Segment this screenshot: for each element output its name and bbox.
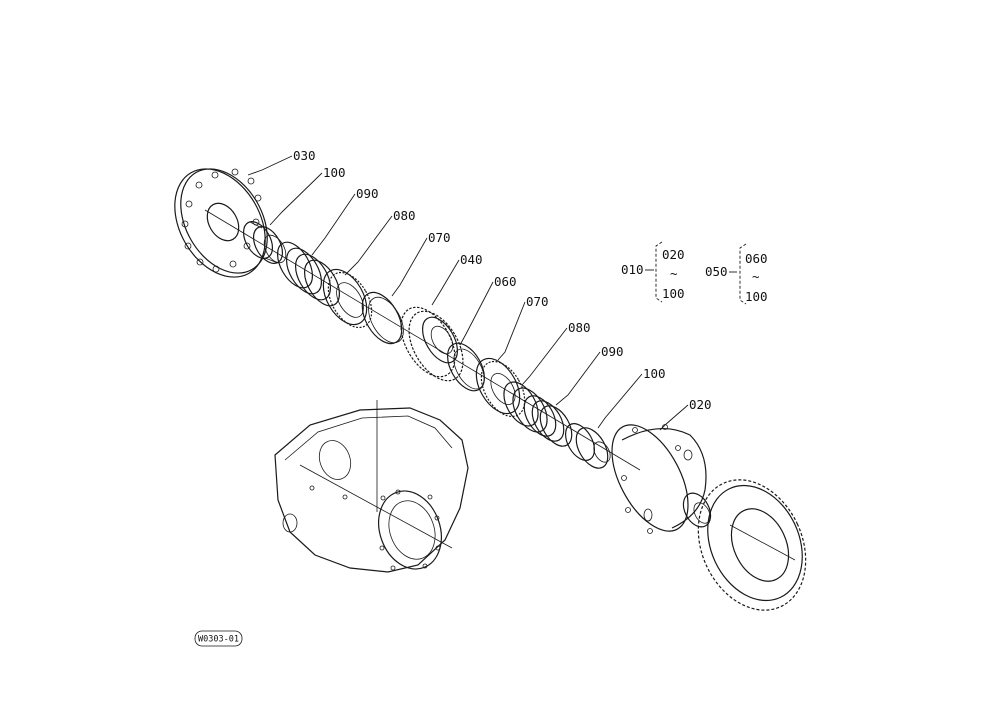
part-100-bushing-right	[564, 423, 611, 469]
label-040: 040	[460, 252, 483, 267]
label-090-left: 090	[356, 186, 379, 201]
group-010-from: 020	[662, 247, 685, 262]
part-080-disc-left	[322, 268, 373, 329]
group-050-to: 100	[745, 289, 768, 304]
label-100-right: 100	[643, 366, 666, 381]
label-100-left: 100	[323, 165, 346, 180]
group-050: 050 060 ~ 100	[705, 243, 768, 305]
group-010-parent: 010	[621, 262, 644, 277]
group-010-to: 100	[662, 286, 685, 301]
label-070-right: 070	[526, 294, 549, 309]
transmission-housing	[274, 400, 469, 573]
label-020: 020	[689, 397, 712, 412]
part-100-bushing-left	[242, 221, 287, 264]
label-080-right: 080	[568, 320, 591, 335]
part-070-disc-right	[475, 357, 526, 418]
label-080-left: 080	[393, 208, 416, 223]
assembly-axis	[204, 209, 641, 471]
part-080-disc-right	[503, 381, 548, 433]
part-040-gear	[400, 306, 464, 382]
drawing-reference-text: W0303-01	[198, 635, 239, 645]
part-090-spring-right	[523, 395, 573, 447]
group-010-tilde: ~	[670, 266, 678, 281]
label-030: 030	[293, 148, 316, 163]
leader-lines	[247, 155, 689, 431]
label-090-right: 090	[601, 344, 624, 359]
label-070-left: 070	[428, 230, 451, 245]
part-090-spring-left	[276, 241, 341, 307]
ring-gear	[697, 479, 807, 611]
group-050-tilde: ~	[752, 269, 760, 284]
drawing-reference: W0303-01	[194, 630, 243, 647]
part-020-diff-case	[611, 424, 712, 534]
group-010: 010 020 ~ 100	[621, 241, 685, 303]
part-070-ring-left	[361, 291, 404, 345]
label-060: 060	[494, 274, 517, 289]
part-030-cover-flange	[174, 168, 268, 278]
group-050-parent: 050	[705, 264, 728, 279]
group-050-from: 060	[745, 251, 768, 266]
